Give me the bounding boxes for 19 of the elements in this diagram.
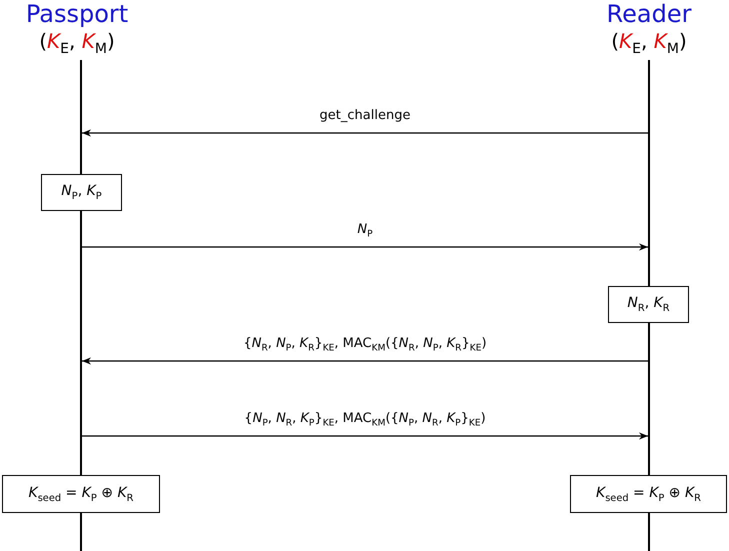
computation-box: K$_{seed}$ = K$_{P}$ ⊕ K$_{R}$ — [570, 475, 727, 513]
message-arrow — [82, 432, 648, 440]
participant-name: Passport — [24, 0, 130, 28]
message-arrow — [82, 129, 648, 137]
message-label: get_challenge — [318, 108, 412, 123]
message-arrow — [82, 243, 648, 251]
lifeline — [648, 513, 650, 551]
lifeline — [80, 60, 82, 174]
computation-box: N$_{P}$, K$_{P}$ — [41, 174, 122, 211]
lifeline — [648, 323, 650, 475]
message-arrow — [82, 357, 648, 365]
lifeline — [80, 211, 82, 475]
participant-keys: (K$_{E}$, K$_{M}$) — [17, 28, 137, 62]
participant-name: Reader — [606, 0, 692, 28]
computation-box: K$_{seed}$ = K$_{P}$ ⊕ K$_{R}$ — [2, 475, 160, 513]
lifeline — [648, 60, 650, 286]
computation-box: N$_{R}$, K$_{R}$ — [608, 286, 689, 323]
participant-keys: (K$_{E}$, K$_{M}$) — [589, 28, 709, 62]
lifeline — [80, 513, 82, 551]
